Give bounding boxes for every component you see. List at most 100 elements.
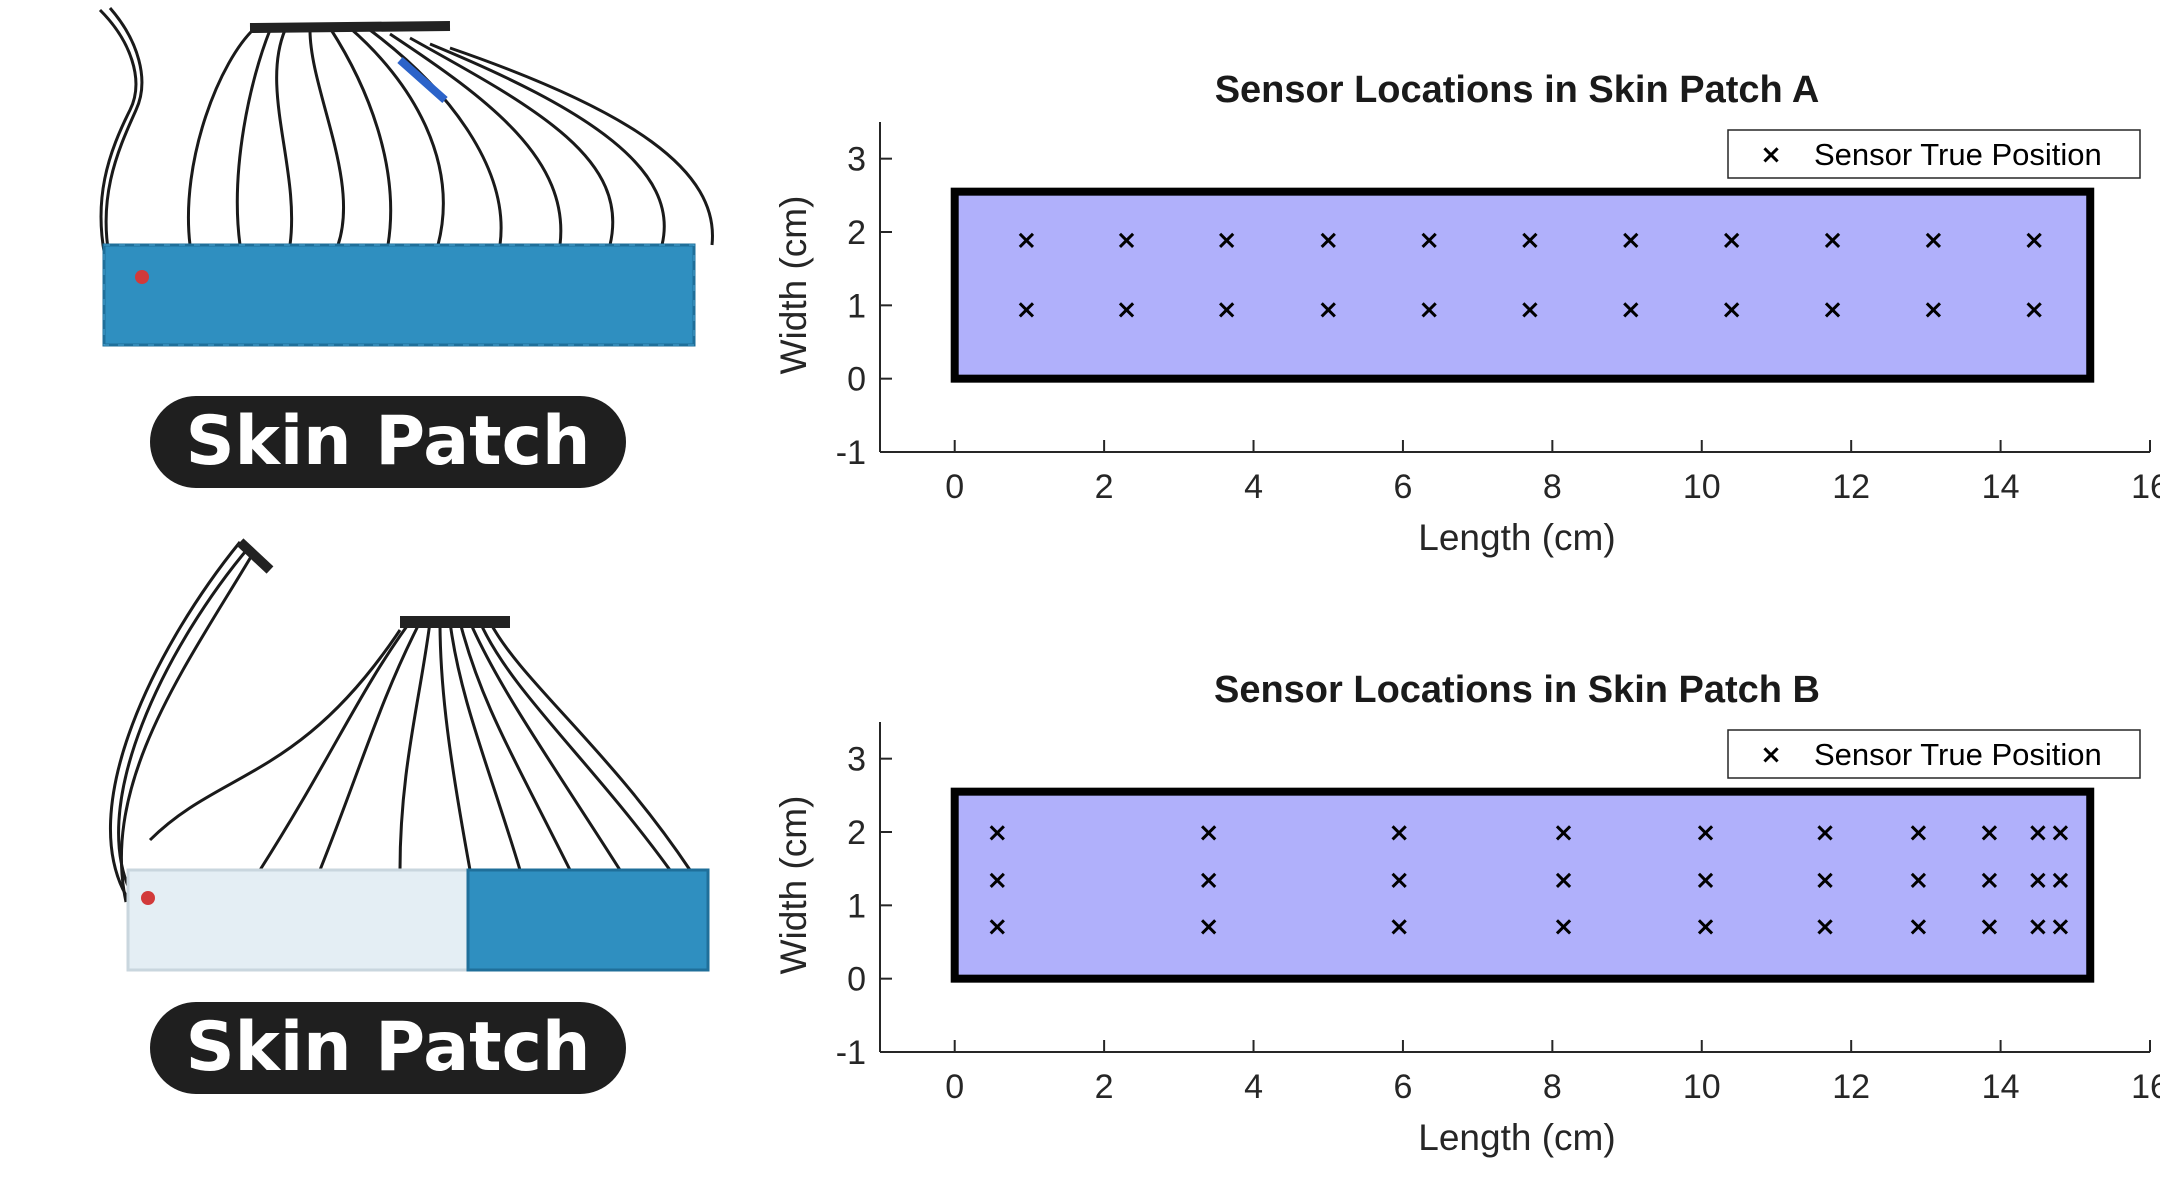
sensor-marker: × — [1116, 225, 1138, 255]
sensor-marker: × — [1016, 295, 1038, 325]
y-tick-label: 2 — [847, 814, 866, 852]
skin-patch-outline — [950, 787, 2095, 983]
chart-title: Sensor Locations in Skin Patch B — [1214, 669, 1820, 711]
sensor-marker: × — [2049, 912, 2071, 942]
sensor-marker: × — [986, 866, 1008, 896]
x-axis-label: Length (cm) — [1418, 1117, 1615, 1158]
x-tick-label: 0 — [945, 468, 964, 506]
blue-wire-a — [397, 57, 448, 103]
sensor-marker: × — [1388, 866, 1410, 896]
sensor-marker: × — [1922, 295, 1944, 325]
legend: × Sensor True Position — [1727, 129, 2141, 179]
sensor-marker: × — [1908, 866, 1930, 896]
y-tick-label: -1 — [836, 434, 866, 472]
skin-patch-a-photo — [70, 0, 730, 420]
sensor-marker: × — [1519, 295, 1541, 325]
sensor-marker: × — [1198, 912, 1220, 942]
x-axis-label: Length (cm) — [1418, 517, 1615, 558]
x-tick-label: 2 — [1095, 1068, 1114, 1106]
sensor-marker: × — [1116, 295, 1138, 325]
x-tick-label: 14 — [1982, 1068, 2020, 1106]
y-tick-label: 1 — [847, 287, 866, 325]
y-axis-label: Width (cm) — [773, 196, 814, 375]
x-tick-label: 16 — [2131, 468, 2160, 506]
sensor-marker: × — [1388, 912, 1410, 942]
skin-patch-b-label: Skin Patch B — [150, 1002, 626, 1179]
sensor-marker: × — [2023, 225, 2045, 255]
legend-box — [1727, 129, 2141, 179]
x-tick-label: 6 — [1393, 468, 1412, 506]
sensor-marker: × — [2023, 295, 2045, 325]
sensor-marker: × — [2027, 866, 2049, 896]
x-tick-label: 4 — [1244, 468, 1263, 506]
x-tick-label: 10 — [1683, 1068, 1721, 1106]
sensor-marker: × — [1216, 225, 1238, 255]
x-tick-label: 16 — [2131, 1068, 2160, 1106]
wire-bundle-b — [108, 541, 692, 903]
legend: × Sensor True Position — [1727, 729, 2141, 779]
sensor-marker: × — [1695, 818, 1717, 848]
skin-patch-outline — [950, 187, 2095, 383]
sensor-marker: × — [986, 818, 1008, 848]
sensor-marker: × — [1620, 225, 1642, 255]
sensor-marker: × — [1695, 866, 1717, 896]
sensor-marker: × — [1317, 295, 1339, 325]
skin-patch-b-illustration — [108, 538, 710, 972]
y-tick-label: 0 — [847, 961, 866, 999]
sensor-marker: × — [2049, 866, 2071, 896]
indicator-dot-b — [141, 891, 155, 905]
sensor-marker: × — [2049, 818, 2071, 848]
sensor-marker: × — [1908, 912, 1930, 942]
x-tick-label: 2 — [1095, 468, 1114, 506]
sensor-marker: × — [1814, 866, 1836, 896]
sensor-marker: × — [1198, 818, 1220, 848]
y-tick-label: 1 — [847, 887, 866, 925]
clear-foam-b — [126, 868, 470, 972]
sensor-marker: × — [1553, 912, 1575, 942]
legend-entry: Sensor True Position — [1814, 737, 2102, 772]
sensor-marker: × — [1553, 866, 1575, 896]
sensor-marker: × — [1519, 225, 1541, 255]
sensor-marker: × — [1814, 818, 1836, 848]
sensor-marker: × — [1814, 912, 1836, 942]
sensor-marker: × — [1620, 295, 1642, 325]
x-tick-label: 8 — [1543, 1068, 1562, 1106]
sensor-marker: × — [1418, 295, 1440, 325]
skin-patch-a-label: Skin Patch A — [150, 396, 626, 573]
y-axis-label: Width (cm) — [773, 796, 814, 975]
legend-box — [1727, 729, 2141, 779]
sensor-marker: × — [986, 912, 1008, 942]
sensor-marker: × — [1922, 225, 1944, 255]
sensor-marker: × — [1822, 295, 1844, 325]
sensor-marker: × — [1978, 866, 2000, 896]
x-tick-label: 14 — [1982, 468, 2020, 506]
y-tick-label: 3 — [847, 141, 866, 179]
sensor-marker: × — [1418, 225, 1440, 255]
sensor-marker: × — [1198, 866, 1220, 896]
sensor-marker: × — [2027, 818, 2049, 848]
x-tick-label: 12 — [1832, 468, 1870, 506]
sensor-marker: × — [1388, 818, 1410, 848]
sensor-marker: × — [1978, 912, 2000, 942]
sensor-marker: × — [1908, 818, 1930, 848]
x-tick-label: 6 — [1393, 1068, 1412, 1106]
x-tick-label: 4 — [1244, 1068, 1263, 1106]
y-tick-label: 2 — [847, 214, 866, 252]
wire-bundle-a — [98, 7, 714, 271]
legend-marker: × — [1760, 140, 1782, 170]
sensor-marker: × — [1978, 818, 2000, 848]
x-tick-label: 0 — [945, 1068, 964, 1106]
y-tick-label: -1 — [836, 1034, 866, 1072]
y-tick-label: 0 — [847, 361, 866, 399]
sensor-marker: × — [1317, 225, 1339, 255]
legend-entry: Sensor True Position — [1814, 137, 2102, 172]
x-tick-label: 12 — [1832, 1068, 1870, 1106]
sensor-marker: × — [1721, 225, 1743, 255]
x-tick-label: 8 — [1543, 468, 1562, 506]
